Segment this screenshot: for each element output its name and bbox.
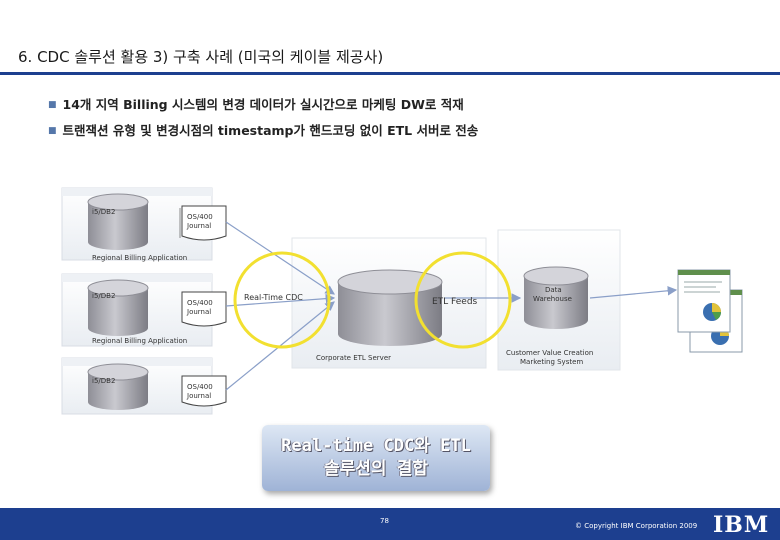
- db-cylinder-2: [88, 280, 148, 336]
- journal-label: Journal: [187, 392, 211, 400]
- cdc-label: Real-Time CDC: [244, 293, 303, 302]
- cvc-label: Marketing System: [520, 358, 583, 366]
- warehouse-label: Data: [545, 286, 562, 294]
- copyright-text: © Copyright IBM Corporation 2009: [575, 522, 697, 530]
- report-documents-icon: [678, 270, 742, 352]
- db-cylinder-3: [88, 364, 148, 410]
- callout-line: 솔루션의 결합: [324, 458, 428, 481]
- db-label: i5/DB2: [92, 292, 115, 300]
- etl-feeds-label: ETL Feeds: [432, 297, 477, 307]
- etl-server-cylinder: [338, 270, 442, 346]
- db-label: i5/DB2: [92, 208, 115, 216]
- db-label: i5/DB2: [92, 377, 115, 385]
- region-label: Regional Billing Application: [92, 337, 187, 345]
- warehouse-label: Warehouse: [533, 295, 572, 303]
- db-cylinder-1: [88, 194, 148, 250]
- journal-label: OS/400: [187, 213, 213, 221]
- callout-line: Real-time CDC와 ETL: [281, 435, 471, 458]
- journal-label: Journal: [187, 308, 211, 316]
- cvc-label: Customer Value Creation: [506, 349, 593, 357]
- journal-label: Journal: [187, 222, 211, 230]
- ibm-logo: IBM: [713, 512, 769, 538]
- etl-server-label: Corporate ETL Server: [316, 354, 391, 362]
- page-number: 78: [380, 517, 389, 525]
- region-label: Regional Billing Application: [92, 254, 187, 262]
- journal-doc-3: [182, 376, 226, 406]
- summary-callout: Real-time CDC와 ETL 솔루션의 결합: [262, 425, 490, 491]
- journal-label: OS/400: [187, 299, 213, 307]
- journal-label: OS/400: [187, 383, 213, 391]
